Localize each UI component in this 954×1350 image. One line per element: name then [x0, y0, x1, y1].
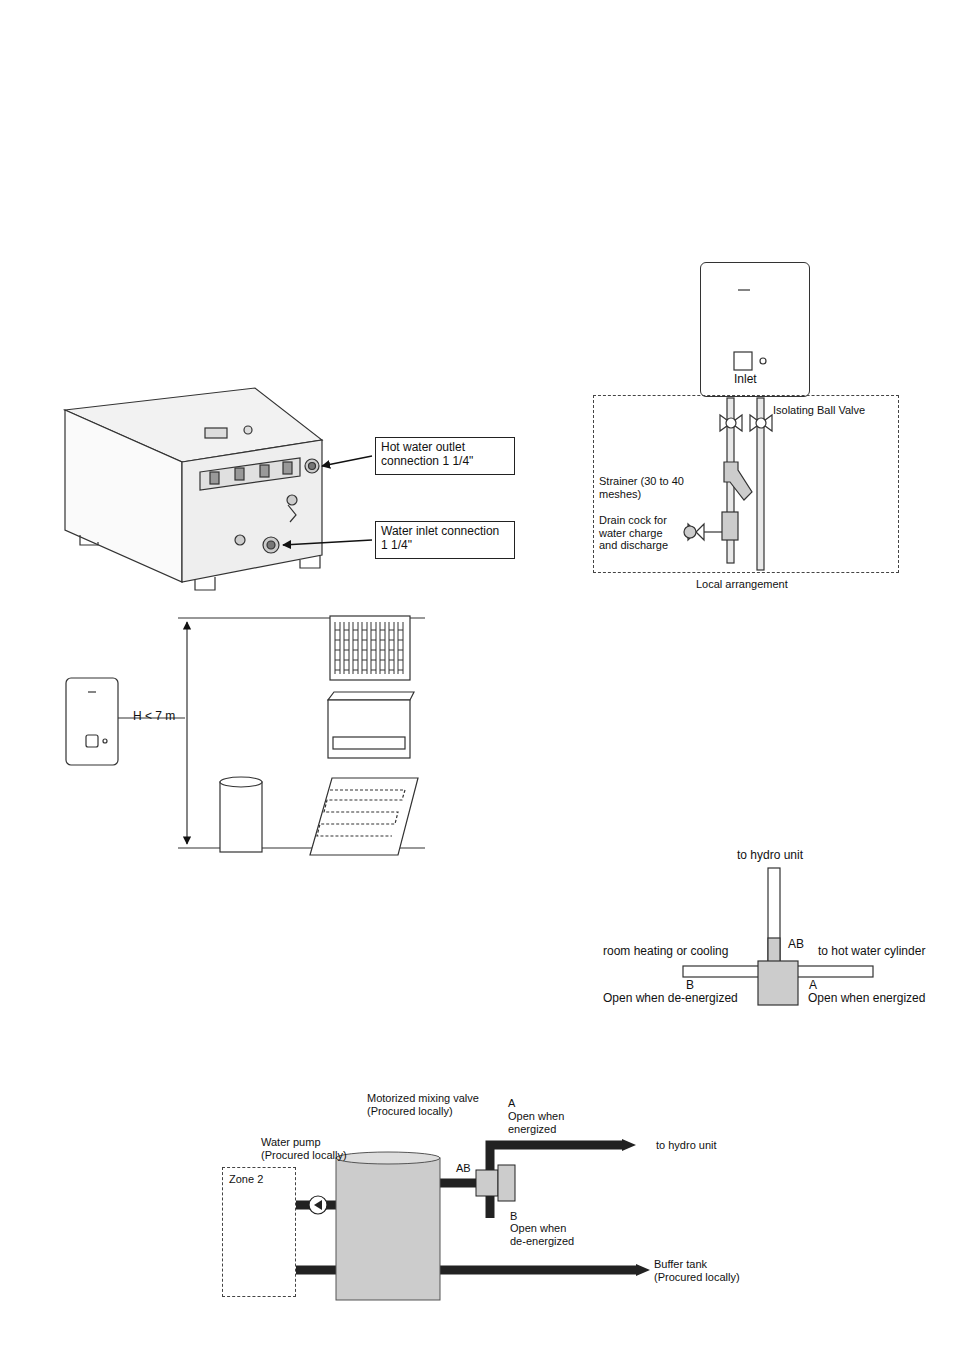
local-piping-stroke — [720, 415, 742, 431]
buffer-system-stroke — [440, 1266, 636, 1275]
local-piping — [684, 398, 772, 570]
local-piping-stroke — [722, 512, 738, 540]
hydro-unit-3d-stroke — [235, 468, 244, 480]
node-text: Strainer (30 to 40 meshes) — [599, 475, 699, 500]
local-piping-stroke — [726, 418, 736, 428]
node-text: Local arrangement — [696, 578, 788, 591]
diagram-label: Open when de-energized — [510, 1222, 582, 1247]
diagram-label: Open when de-energized — [603, 992, 738, 1006]
hydro-unit-3d-stroke — [309, 463, 316, 470]
node-text: Inlet — [734, 373, 757, 387]
hydro-unit-3d-stroke — [267, 541, 275, 549]
leader-arrow-stroke — [322, 456, 372, 466]
height-diagram — [66, 616, 425, 855]
height-diagram-stroke — [103, 739, 107, 743]
diagram-label: Buffer tank (Procured locally) — [654, 1258, 746, 1283]
unit-face — [734, 290, 766, 370]
height-diagram-stroke — [186, 622, 187, 844]
hydro-unit-3d-stroke — [205, 428, 227, 438]
buffer-system-stroke — [309, 1196, 327, 1214]
height-diagram-stroke — [220, 782, 262, 852]
leader-arrow-stroke — [283, 540, 372, 545]
local-arrangement-region: Isolating Ball ValveStrainer (30 to 40 m… — [593, 395, 899, 573]
height-diagram-stroke — [88, 691, 96, 692]
height-diagram-stroke — [86, 735, 98, 747]
diagram-label: A — [508, 1097, 515, 1110]
height-diagram-stroke — [317, 790, 405, 836]
buffer-system-stroke — [476, 1170, 498, 1196]
node-text: Isolating Ball Valve — [773, 404, 865, 417]
buffer-system-stroke — [314, 1200, 322, 1210]
hydro-unit-3d-stroke — [235, 535, 245, 545]
hydro-unit-3d-stroke — [80, 535, 98, 545]
diagram-label: Water pump (Procured locally) — [261, 1136, 361, 1161]
zone-box: Zone 2 — [222, 1167, 296, 1297]
hydro-unit-3d-stroke — [283, 462, 292, 474]
hydro-unit-3d-stroke — [288, 505, 296, 522]
node-text: Hot water outlet connection 1 1/4" — [381, 441, 509, 469]
height-diagram-stroke — [310, 778, 418, 855]
callout-box: Hot water outlet connection 1 1/4" — [375, 437, 515, 475]
local-piping-stroke — [724, 462, 752, 500]
diagram-label: to hot water cylinder — [818, 945, 925, 959]
hydro-unit-3d-stroke — [210, 472, 219, 484]
buffer-system-stroke — [440, 1179, 478, 1188]
buffer-system-stroke — [622, 1139, 636, 1151]
diagram-label: B — [510, 1210, 517, 1223]
hydro-unit-3d — [65, 388, 322, 590]
buffer-system-stroke — [498, 1165, 515, 1201]
leader-arrow — [283, 456, 372, 545]
height-diagram-stroke — [330, 616, 410, 680]
buffer-system — [296, 1139, 650, 1300]
node-text: Drain cock for water charge and discharg… — [599, 514, 681, 552]
three-way-valve — [683, 868, 873, 1005]
callout-box: Water inlet connection 1 1/4" — [375, 521, 515, 559]
hydro-unit-3d-stroke — [65, 410, 182, 582]
diagram-label: to hydro unit — [656, 1139, 717, 1152]
diagram-label: Open when energized — [508, 1110, 570, 1135]
unit-face-stroke — [734, 352, 752, 370]
diagram-label: to hydro unit — [737, 849, 803, 863]
buffer-system-stroke — [636, 1264, 650, 1276]
hydro-unit-3d-stroke — [200, 458, 300, 490]
diagram-label: Motorized mixing valve (Procured locally… — [367, 1092, 492, 1117]
local-piping-stroke — [756, 418, 766, 428]
buffer-system-stroke — [296, 1266, 336, 1275]
hydro-unit-3d-stroke — [195, 577, 215, 590]
height-diagram-stroke — [328, 692, 414, 700]
hydro-unit-3d-stroke — [263, 537, 279, 553]
node-text: Water inlet connection 1 1/4" — [381, 525, 509, 553]
hydro-unit-3d-stroke — [244, 426, 252, 434]
node-text: Zone 2 — [229, 1173, 263, 1186]
hydro-unit-3d-stroke — [260, 465, 269, 477]
height-diagram-stroke — [66, 678, 118, 765]
hydro-unit-3d-stroke — [287, 495, 297, 505]
diagram-label: B — [686, 979, 694, 993]
hydro-unit-3d-stroke — [305, 459, 319, 473]
height-diagram-stroke — [220, 777, 262, 787]
three-way-valve-stroke — [758, 961, 798, 1005]
diagram-label: AB — [456, 1162, 471, 1175]
buffer-system-stroke — [486, 1195, 495, 1218]
diagram-label: room heating or cooling — [603, 945, 728, 959]
diagram-label: H < 7 m — [133, 710, 175, 724]
hydro-unit-3d-stroke — [300, 556, 320, 568]
unit-face-stroke — [760, 358, 766, 364]
diagram-label: AB — [788, 938, 804, 952]
diagram-label: A — [809, 979, 817, 993]
local-piping-stroke — [684, 526, 696, 538]
height-diagram-stroke — [328, 700, 410, 758]
height-diagram-stroke — [334, 622, 406, 674]
hydro-unit-3d-stroke — [182, 440, 322, 582]
local-piping-stroke — [750, 415, 772, 431]
diagram-label: Open when energized — [808, 992, 925, 1006]
unit-face-stroke — [738, 289, 750, 290]
hydro-unit-box: Inlet — [700, 262, 810, 397]
height-diagram-stroke — [333, 737, 405, 749]
buffer-system-stroke — [336, 1158, 440, 1300]
buffer-system-stroke — [336, 1152, 440, 1164]
